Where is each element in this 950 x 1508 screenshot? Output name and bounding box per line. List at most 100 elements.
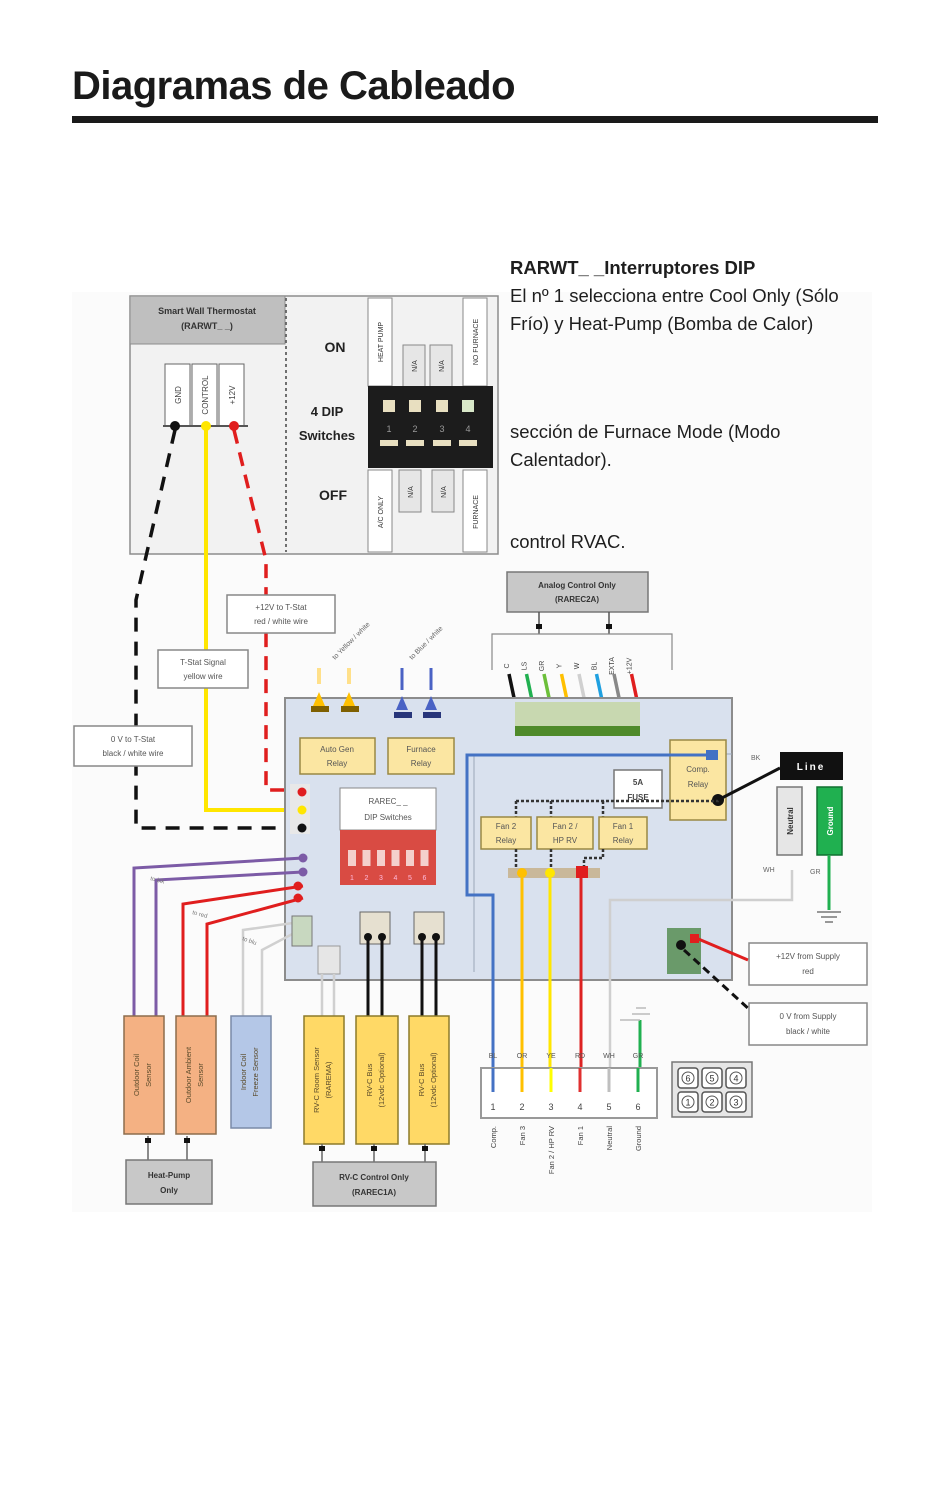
svg-text:Fan 2 /: Fan 2 / <box>553 822 579 831</box>
callout-supply-0v: 0 V from Supply black / white <box>748 1002 868 1046</box>
notes-line-3: sección de Furnace Mode (Modo <box>510 421 781 442</box>
analog-terminal-label: LS <box>522 661 529 670</box>
notes-line-1: El nº 1 selecciona entre Cool Only (Sólo <box>510 285 839 306</box>
wire-code: RD <box>575 1053 585 1060</box>
rarec-dip-toggle[interactable] <box>348 850 356 866</box>
svg-text:BK: BK <box>751 755 761 762</box>
notes-line-5: control RVAC. <box>510 531 626 552</box>
svg-text:Ground: Ground <box>826 806 835 835</box>
dip-on-label: ON <box>325 339 346 355</box>
notes-heading: RARWT_ _Interruptores DIP <box>510 257 756 278</box>
dip-off-label-2: N/A <box>408 486 415 498</box>
svg-text:0 V to T-Stat: 0 V to T-Stat <box>111 735 156 744</box>
sensor-label-1: Indoor Coil <box>239 1054 248 1091</box>
rarec-dip-number: 3 <box>379 875 383 882</box>
svg-text:Fan 1: Fan 1 <box>613 822 634 831</box>
connector-pin-number: 4 <box>733 1074 738 1084</box>
callout-supply-12v: +12V from Supply red <box>748 942 868 986</box>
rarec-dip-number: 4 <box>394 875 398 882</box>
terminal-number: 1 <box>490 1102 495 1112</box>
sensor-label-1: RV-C Bus <box>417 1063 426 1096</box>
callout-zero-tstat: 0 V to T-Stat black / white wire <box>73 725 193 767</box>
terminal-number: 5 <box>606 1102 611 1112</box>
analog-terminal-label: +12V <box>627 657 634 674</box>
svg-text:T-Stat Signal: T-Stat Signal <box>180 658 226 667</box>
terminal-function-label: Comp. <box>489 1126 498 1148</box>
connector-pin <box>725 1091 747 1113</box>
fan2-relay: Fan 2 Relay <box>480 816 532 850</box>
svg-text:(RAREC1A): (RAREC1A) <box>352 1188 396 1197</box>
sensor-label-1: RV-C Room Sensor <box>312 1047 321 1113</box>
terminal-function-label: Fan 1 <box>576 1126 585 1145</box>
connector-pin-number: 3 <box>733 1098 738 1108</box>
svg-text:Analog Control Only: Analog Control Only <box>538 581 616 590</box>
terminal-control: CONTROL <box>201 375 210 415</box>
rarec-dip-number: 5 <box>408 875 412 882</box>
analog-terminal-label: W <box>574 662 581 669</box>
sensor-label-2: Sensor <box>144 1063 153 1087</box>
wire-code: GR <box>633 1053 644 1060</box>
analog-terminal-label: Y <box>557 663 564 668</box>
svg-text:RV-C Control Only: RV-C Control Only <box>339 1173 409 1182</box>
sensor-label-1: Outdoor Coil <box>132 1054 141 1096</box>
analog-control-box: Analog Control Only (RAREC2A) <box>491 571 673 670</box>
connector-pin-number: 6 <box>685 1074 690 1084</box>
svg-text:Relay: Relay <box>613 836 633 845</box>
sensor-label-1: RV-C Bus <box>365 1063 374 1096</box>
title-divider <box>72 116 878 123</box>
fuse: 5A FUSE <box>613 769 663 809</box>
svg-text:DIP Switches: DIP Switches <box>364 813 411 822</box>
sensor-label-2: (12vdc Optional) <box>429 1052 438 1108</box>
terminal-number: 2 <box>519 1102 524 1112</box>
thermostat-dip-switch[interactable]: 1 2 3 4 <box>368 386 493 468</box>
sensor-label-2: (RAREMA) <box>324 1061 333 1099</box>
wire-code: YE <box>546 1053 556 1060</box>
terminal-number: 4 <box>577 1102 582 1112</box>
dip-title-line2: Switches <box>299 428 355 443</box>
rarec-dip-toggle[interactable] <box>420 850 429 866</box>
svg-text:Furnace: Furnace <box>406 745 436 754</box>
svg-text:Only: Only <box>160 1186 178 1195</box>
thermostat-panel: Smart Wall Thermostat (RARWT_ _) GND CON… <box>129 295 499 555</box>
thermostat-model: (RARWT_ _) <box>181 321 233 331</box>
dip-number-2: 2 <box>412 424 417 434</box>
dip-off-label-4: FURNACE <box>473 495 480 529</box>
wire-code: BL <box>489 1053 498 1060</box>
sensor-box: RV-C Room Sensor(RAREMA) <box>303 1015 345 1145</box>
sensor-label-1: Outdoor Ambient <box>184 1046 193 1103</box>
callout-plus12-tstat: +12V to T-Stat red / white wire <box>226 594 336 634</box>
svg-text:(RAREC2A): (RAREC2A) <box>555 595 599 604</box>
connector-pin <box>677 1091 699 1113</box>
terminal-function-label: Fan 2 / HP RV <box>547 1126 556 1174</box>
svg-text:Relay: Relay <box>496 836 516 845</box>
wire-code: WH <box>603 1053 615 1060</box>
svg-text:Line: Line <box>797 762 826 773</box>
wire-code: OR <box>517 1053 528 1060</box>
rarec-dip-toggle[interactable] <box>377 850 385 866</box>
svg-text:WH: WH <box>763 867 775 874</box>
thermostat-title-box <box>129 295 286 345</box>
analog-terminal-label: C <box>504 663 511 668</box>
svg-text:5A: 5A <box>633 778 643 787</box>
fan1-relay: Fan 1 Relay <box>598 816 648 850</box>
dip-off-label-3: N/A <box>441 486 448 498</box>
sensor-label-2: Freeze Sensor <box>251 1047 260 1097</box>
svg-text:Auto Gen: Auto Gen <box>320 745 354 754</box>
connector-pin <box>725 1067 747 1089</box>
sensor-label-2: (12vdc Optional) <box>377 1052 386 1108</box>
rarec-dip-number: 1 <box>350 875 354 882</box>
analog-terminal-label: BL <box>592 662 599 671</box>
svg-text:black / white wire: black / white wire <box>103 749 164 758</box>
rarec-dip-toggle[interactable] <box>391 850 400 866</box>
svg-text:0 V from Supply: 0 V from Supply <box>780 1012 837 1021</box>
rarec-dip-toggle[interactable] <box>406 850 414 866</box>
dip-on-label-1: HEAT PUMP <box>378 322 385 363</box>
rarec-dip-number: 2 <box>365 875 369 882</box>
rarec-dip-toggle[interactable] <box>362 850 371 866</box>
